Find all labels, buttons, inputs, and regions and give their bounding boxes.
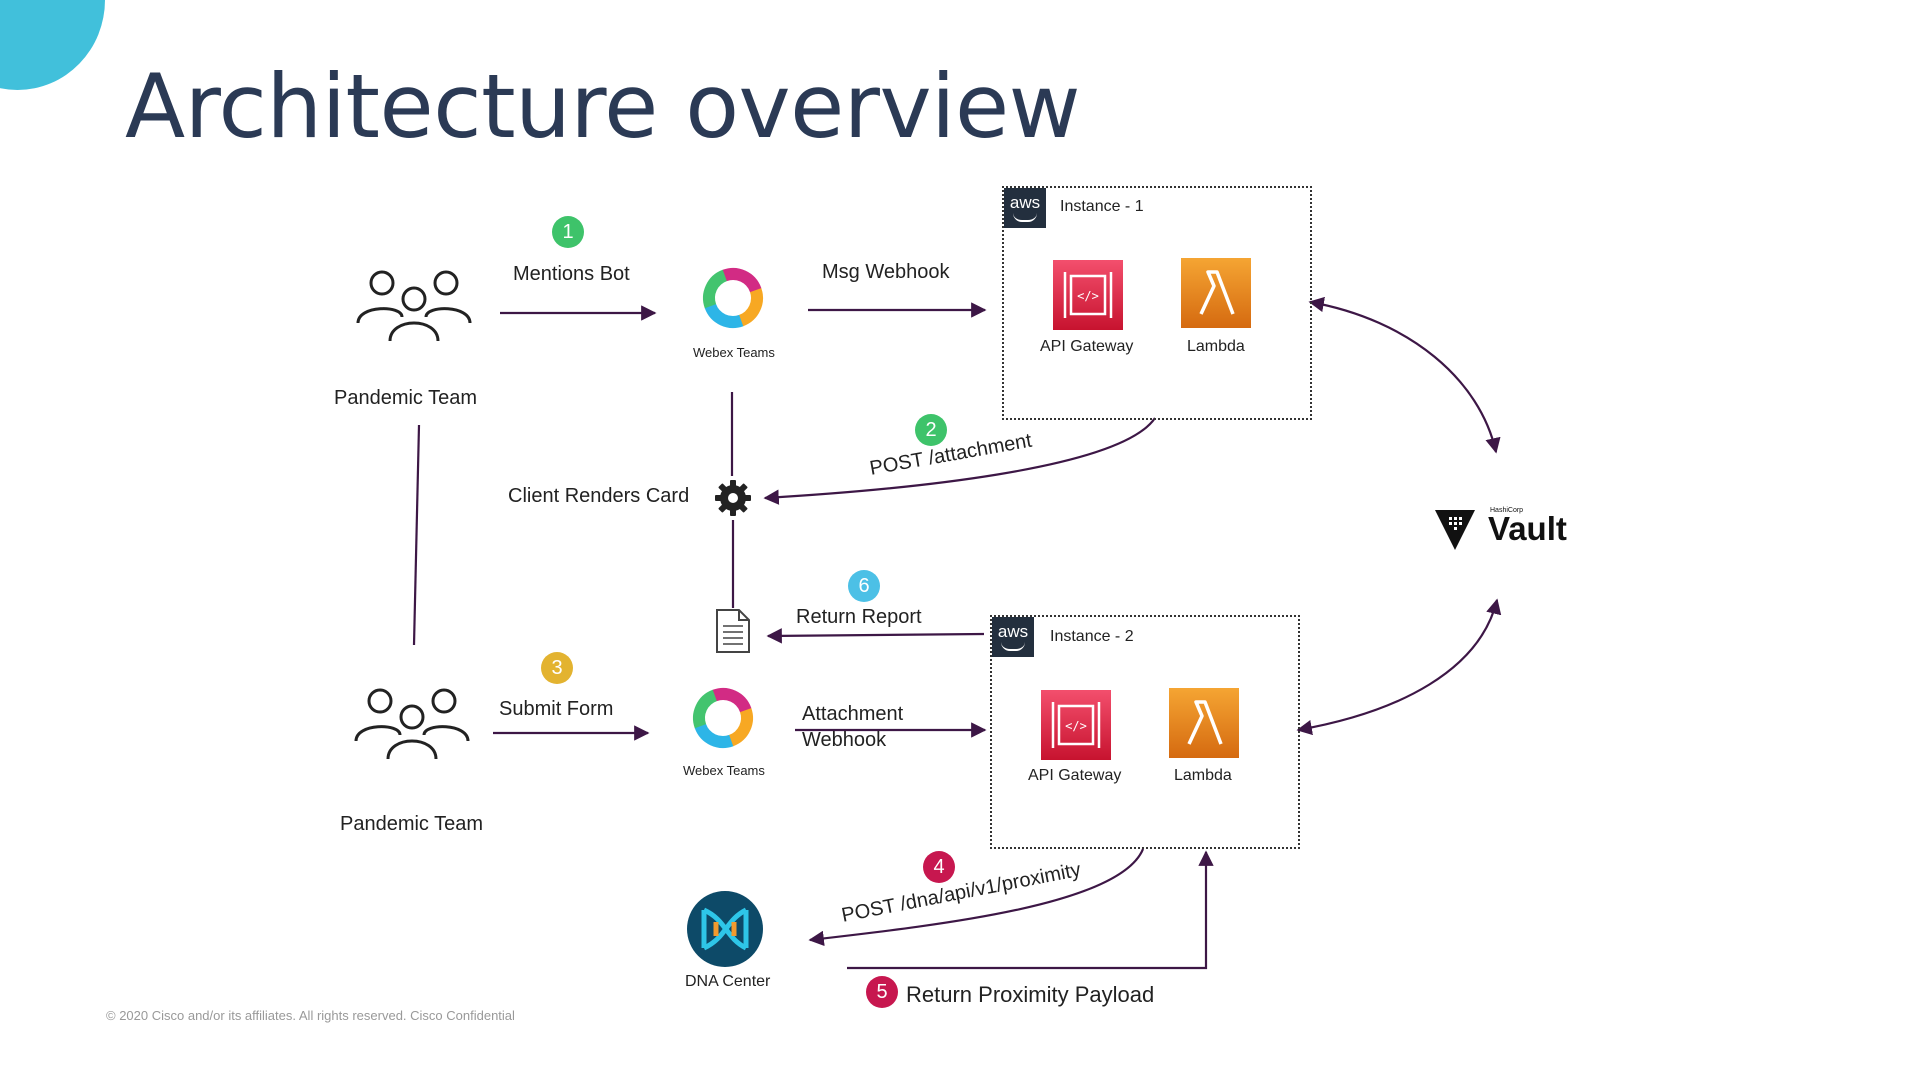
slide-title: Architecture overview [125,55,1081,158]
attachment-label: Attachment [802,703,904,725]
vault-label: Vault [1488,510,1567,547]
step-3-badge: 3 [541,652,573,684]
lambda-2-label: Lambda [1174,767,1232,784]
return-report-label: Return Report [796,606,922,628]
lambda-1-label: Lambda [1187,338,1245,355]
lambda-icon [1169,688,1239,758]
team-bottom-label: Pandemic Team [340,813,484,835]
aws-logo: aws [992,617,1034,657]
api-gateway-2-label: API Gateway [1028,767,1122,784]
submit-form-label: Submit Form [499,698,614,720]
dna-center-label: DNA Center [685,973,771,990]
team-icon [354,688,470,760]
webhook-label: Webhook [802,729,887,751]
arrow-post-attachment [763,417,1156,505]
instance-2-box [990,615,1300,849]
arrow-return-proximity [847,850,1214,970]
return-proximity-label: Return Proximity Payload [906,982,1155,1007]
webex-bottom-label: Webex Teams [683,763,765,778]
arrow-post-proximity [808,848,1145,947]
step-1-badge: 1 [552,216,584,248]
dna-center-icon [687,891,763,967]
webex-teams-icon [703,268,763,328]
instance-2-label: Instance - 2 [1050,628,1134,645]
arrow-vault-instance-1 [1308,296,1501,454]
api-gateway-1-label: API Gateway [1040,338,1134,355]
vault-brand: HashiCorp [1490,507,1524,514]
lambda-icon [1181,258,1251,328]
step-5-badge: 5 [866,976,898,1008]
aws-logo: aws [1004,188,1046,228]
gear-icon [715,480,751,516]
step-6-badge: 6 [848,570,880,602]
svg-text:</>: </> [1077,289,1099,303]
svg-text:</>: </> [1065,719,1087,733]
mentions-bot-label: Mentions Bot [513,263,630,285]
instance-1-box [1002,186,1312,420]
arrow-return-report [766,628,985,644]
line-team-top-bottom [412,424,421,646]
arrow-vault-instance-2 [1296,598,1502,736]
api-gateway-icon: </> [1053,260,1123,330]
webex-teams-icon [693,688,753,748]
instance-1-label: Instance - 1 [1060,198,1144,215]
vault-logo [1435,510,1475,550]
msg-webhook-label: Msg Webhook [822,261,950,283]
step-2-badge: 2 [915,414,947,446]
step-4-badge: 4 [923,851,955,883]
team-top-label: Pandemic Team [334,387,478,409]
document-icon [716,609,750,653]
api-gateway-icon: </> [1041,690,1111,760]
webex-top-label: Webex Teams [693,345,775,360]
client-renders-card-label: Client Renders Card [508,485,690,507]
copyright-footer: © 2020 Cisco and/or its affiliates. All … [106,1008,515,1023]
team-icon [356,270,472,342]
